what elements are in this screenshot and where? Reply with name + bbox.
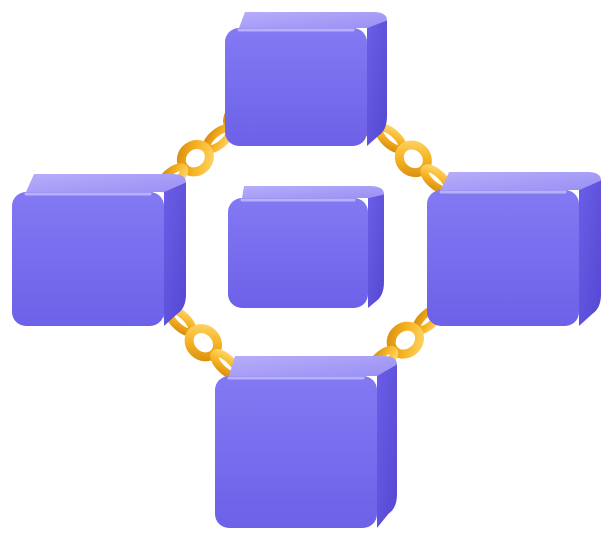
cube-top-face — [26, 174, 186, 192]
cube-side-face — [377, 364, 397, 528]
cube-side-face — [368, 194, 384, 308]
cube-top-face — [239, 12, 387, 28]
cube-front-face — [225, 28, 367, 146]
cube-left-icon — [12, 174, 186, 326]
cube-front-face — [215, 376, 377, 528]
cube-front-face — [427, 190, 579, 326]
cube-side-face — [164, 182, 186, 326]
cube-top-face — [229, 356, 397, 376]
cube-top-face — [441, 172, 601, 190]
cube-center-icon — [228, 186, 384, 308]
cube-side-face — [367, 20, 387, 146]
cubes-layer — [12, 12, 601, 528]
cube-side-face — [579, 180, 601, 326]
cube-front-face — [228, 198, 368, 308]
cube-top-icon — [225, 12, 387, 146]
cube-top-face — [242, 186, 384, 198]
cube-front-face — [12, 192, 164, 326]
cube-right-icon — [427, 172, 601, 326]
cube-bottom-icon — [215, 356, 397, 528]
